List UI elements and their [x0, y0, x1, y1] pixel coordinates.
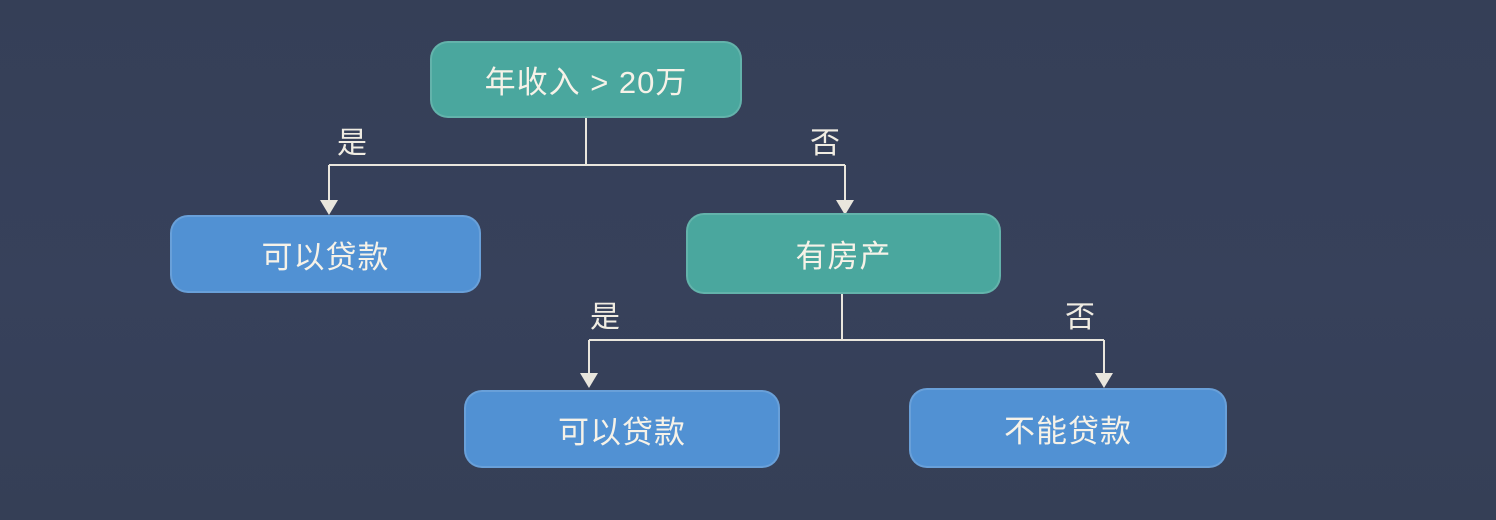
edge-root-split [328, 118, 846, 201]
node-label: 有房产 [795, 239, 892, 274]
arrowhead-loan-no [1095, 373, 1113, 388]
arrowhead-loan-yes-2 [580, 373, 598, 388]
node-label: 可以贷款 [558, 414, 686, 450]
node-loan-approved-bottom[interactable]: 可以贷款 [464, 390, 780, 468]
edge-label-yes-level2: 是 [590, 301, 620, 334]
node-property-decision[interactable]: 有房产 [686, 213, 1001, 294]
node-income-decision[interactable]: 年收入 > 20万 [430, 41, 742, 118]
node-loan-approved-left[interactable]: 可以贷款 [170, 215, 481, 293]
node-label: 可以贷款 [261, 239, 390, 275]
edge-label-yes-level1: 是 [337, 127, 367, 160]
edge-property-split [588, 294, 1105, 374]
node-label: 不能贷款 [1004, 413, 1132, 449]
node-loan-denied[interactable]: 不能贷款 [909, 388, 1227, 468]
node-label: 年收入 > 20万 [484, 65, 688, 100]
edge-label-no-level1: 否 [810, 127, 840, 160]
edge-label-no-level2: 否 [1065, 301, 1095, 334]
arrowhead-loan-yes-1 [320, 200, 338, 215]
